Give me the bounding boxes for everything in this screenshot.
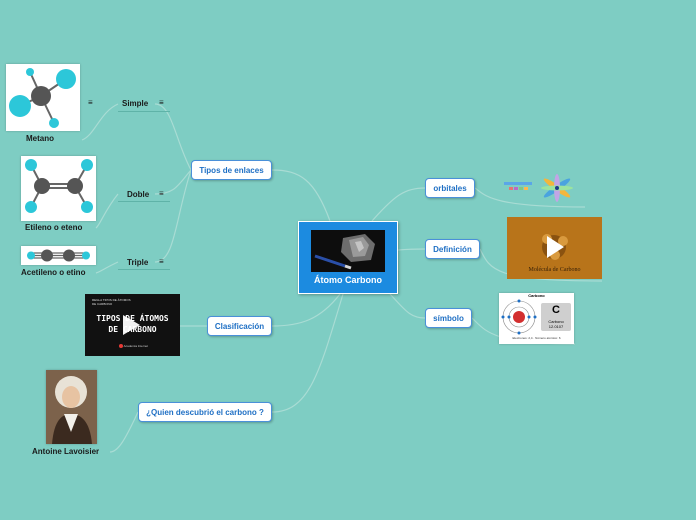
branch-clasificacion[interactable]: Clasificación [207, 316, 272, 336]
link-tipos-doble [154, 169, 192, 195]
simple-menu-icon[interactable]: ≡ [159, 98, 164, 107]
branch-orbitales[interactable]: orbitales [425, 178, 475, 198]
link-tipos-simple [154, 103, 192, 171]
definicion-video[interactable]: Molécula de Carbono [507, 217, 602, 279]
link-definicion-video [479, 248, 603, 282]
metano-image[interactable] [6, 64, 80, 131]
acetileno-caption: Acetileno o etino [21, 268, 86, 277]
definicion-video-caption: Molécula de Carbono [528, 267, 581, 273]
carbon-rock-image [311, 230, 385, 272]
link-tipos-triple [154, 169, 192, 263]
video-title-line1: TIPOS DE ÁTOMOS [96, 314, 169, 323]
play-icon[interactable] [545, 235, 565, 259]
link-triple-acetileno [95, 261, 119, 274]
element-mass: 12.0107 [548, 324, 564, 329]
lavoisier-caption: Antoine Lavoisier [32, 447, 100, 456]
branch-simbolo[interactable]: símbolo [425, 308, 472, 328]
metano-caption: Metano [26, 134, 54, 143]
link-quien-lavoisier [109, 411, 139, 453]
video-top-text: REGLA TIPOS DE ÁTOMOS DE CARBONO [92, 298, 131, 306]
play-icon[interactable] [121, 314, 141, 336]
simple-underline [118, 111, 170, 112]
video-channel-name: Academia Internet [123, 344, 149, 348]
link-central-simbolo [389, 293, 426, 319]
branch-definicion-label: Definición [433, 244, 472, 254]
branch-tipos-de-enlaces[interactable]: Tipos de enlaces [191, 160, 272, 180]
subtopic-triple[interactable]: Triple [127, 258, 149, 267]
subtopic-doble[interactable]: Doble [127, 190, 150, 199]
link-simple-metano [81, 103, 119, 141]
doble-menu-icon[interactable]: ≡ [159, 189, 164, 198]
triple-menu-icon[interactable]: ≡ [159, 257, 164, 266]
etileno-caption: Etileno o eteno [25, 223, 83, 232]
branch-quien-label: ¿Quien descubrió el carbono ? [146, 407, 264, 417]
link-doble-etileno [95, 193, 119, 229]
link-central-clasificacion [271, 293, 341, 327]
central-topic-atomo-carbono[interactable]: Átomo Carbono [298, 221, 398, 294]
link-central-definicion [397, 248, 426, 251]
link-central-tipos [271, 169, 331, 222]
simbolo-footer: Electrones: 2,4 · Número atómico: 6 [512, 336, 561, 340]
simbolo-card[interactable]: Carbono C Carbono 12.0107 Electrones: 2,… [499, 293, 574, 344]
element-name: Carbono [548, 319, 564, 324]
element-tile: C Carbono 12.0107 [541, 303, 571, 331]
link-orbitales-img [474, 187, 586, 208]
acetileno-image[interactable] [21, 246, 96, 265]
link-central-orbitales [371, 187, 426, 222]
lavoisier-portrait[interactable] [46, 370, 97, 444]
branch-orbitales-label: orbitales [433, 183, 467, 193]
video-title-line2: DE CARBONO [108, 325, 157, 334]
link-central-quien [271, 293, 344, 413]
simbolo-heading: Carbono [528, 293, 545, 298]
video-channel: Academia Internet [119, 344, 149, 349]
branch-quien-descubrio[interactable]: ¿Quien descubrió el carbono ? [138, 402, 272, 422]
orbitales-image[interactable] [503, 170, 575, 205]
etileno-image[interactable] [21, 156, 96, 221]
branch-tipos-label: Tipos de enlaces [199, 165, 264, 175]
doble-underline [118, 201, 170, 202]
atom-shell-diagram [501, 299, 537, 335]
clasificacion-video[interactable]: REGLA TIPOS DE ÁTOMOS DE CARBONO TIPOS D… [85, 294, 180, 356]
central-title: Átomo Carbono [314, 275, 382, 285]
branch-clasificacion-label: Clasificación [214, 321, 265, 331]
subtopic-simple[interactable]: Simple [122, 99, 149, 108]
branch-definicion[interactable]: Definición [425, 239, 480, 259]
branch-simbolo-label: símbolo [433, 313, 464, 323]
element-symbol: C [552, 304, 560, 316]
triple-underline [118, 269, 170, 270]
metano-menu-icon[interactable]: ≡ [88, 98, 93, 107]
